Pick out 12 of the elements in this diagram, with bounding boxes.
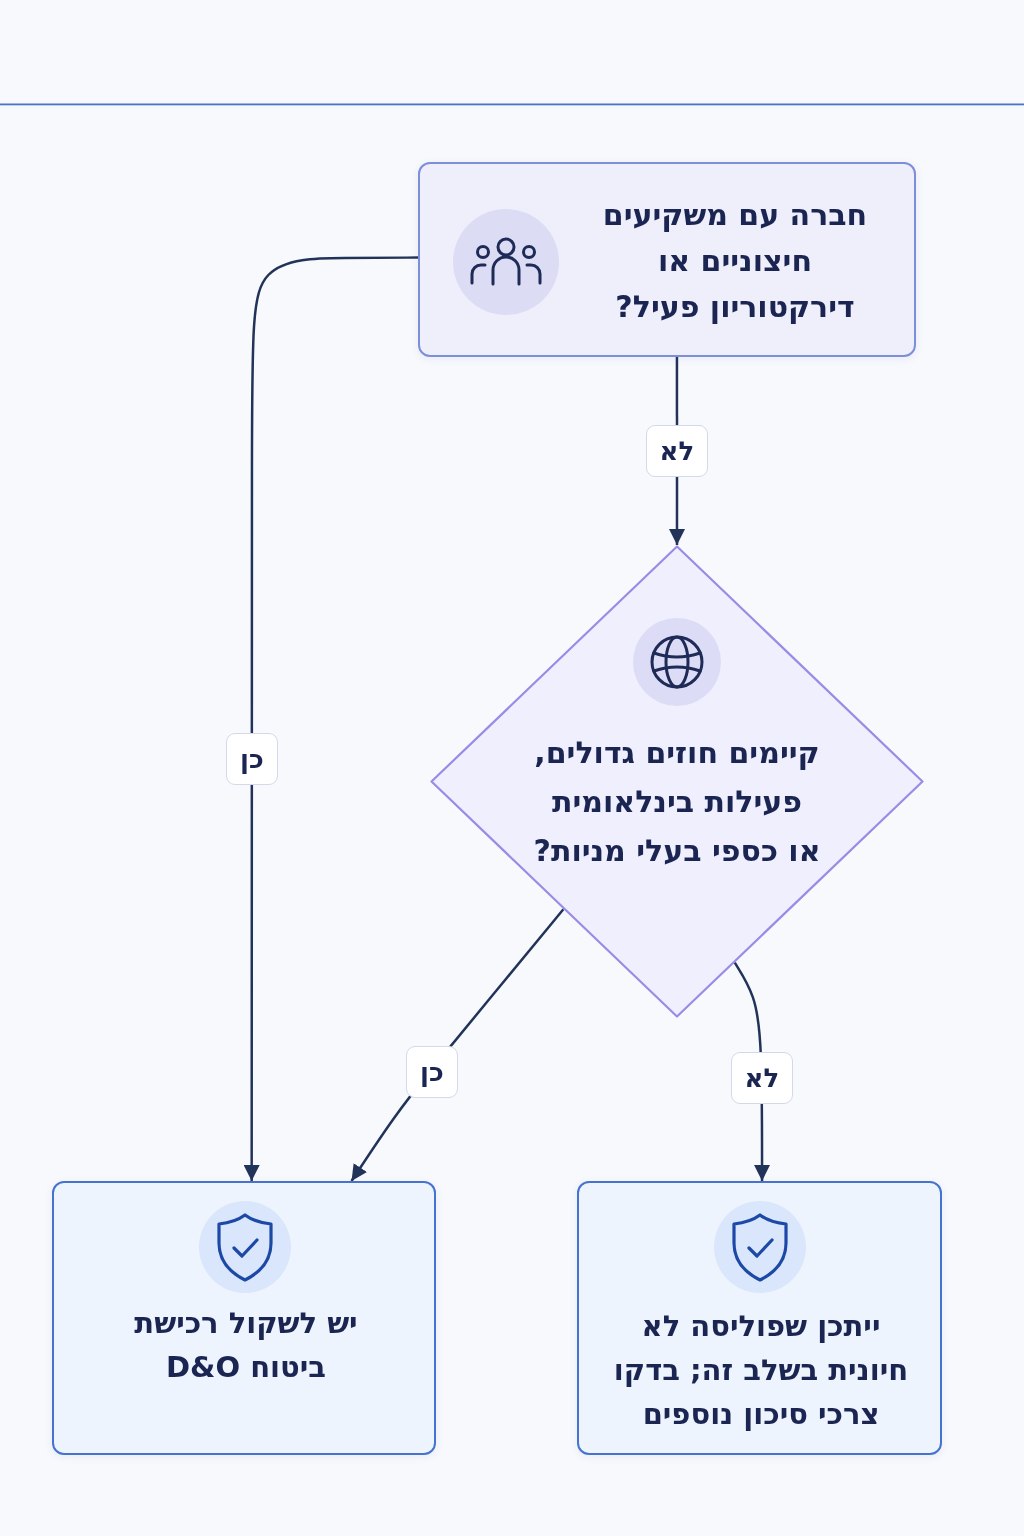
arrow <box>243 256 418 1181</box>
outcome-text: יש לשקול רכישת ביטוח D&O <box>133 1305 359 1386</box>
edge-label: לא <box>730 1052 794 1104</box>
question-text: חברה עם משקיעים חיצוניים או דירקטוריון פעיל? <box>601 196 869 326</box>
question-box <box>418 162 916 357</box>
decision-text: קיימים חוזים גדולים, פעילות בינלאומית או כספי בעלי מניות? <box>533 733 821 870</box>
edge-label: כן <box>226 733 278 785</box>
outcome-box <box>577 1181 942 1455</box>
edge-label: לא <box>645 425 709 477</box>
outcome-text: ייתכן שפוליסה לא חיונית בשלב זה; בדקו צרכי סיכון נוספים <box>612 1308 910 1433</box>
outcome-box <box>52 1181 436 1455</box>
edge-label: כן <box>406 1046 458 1098</box>
